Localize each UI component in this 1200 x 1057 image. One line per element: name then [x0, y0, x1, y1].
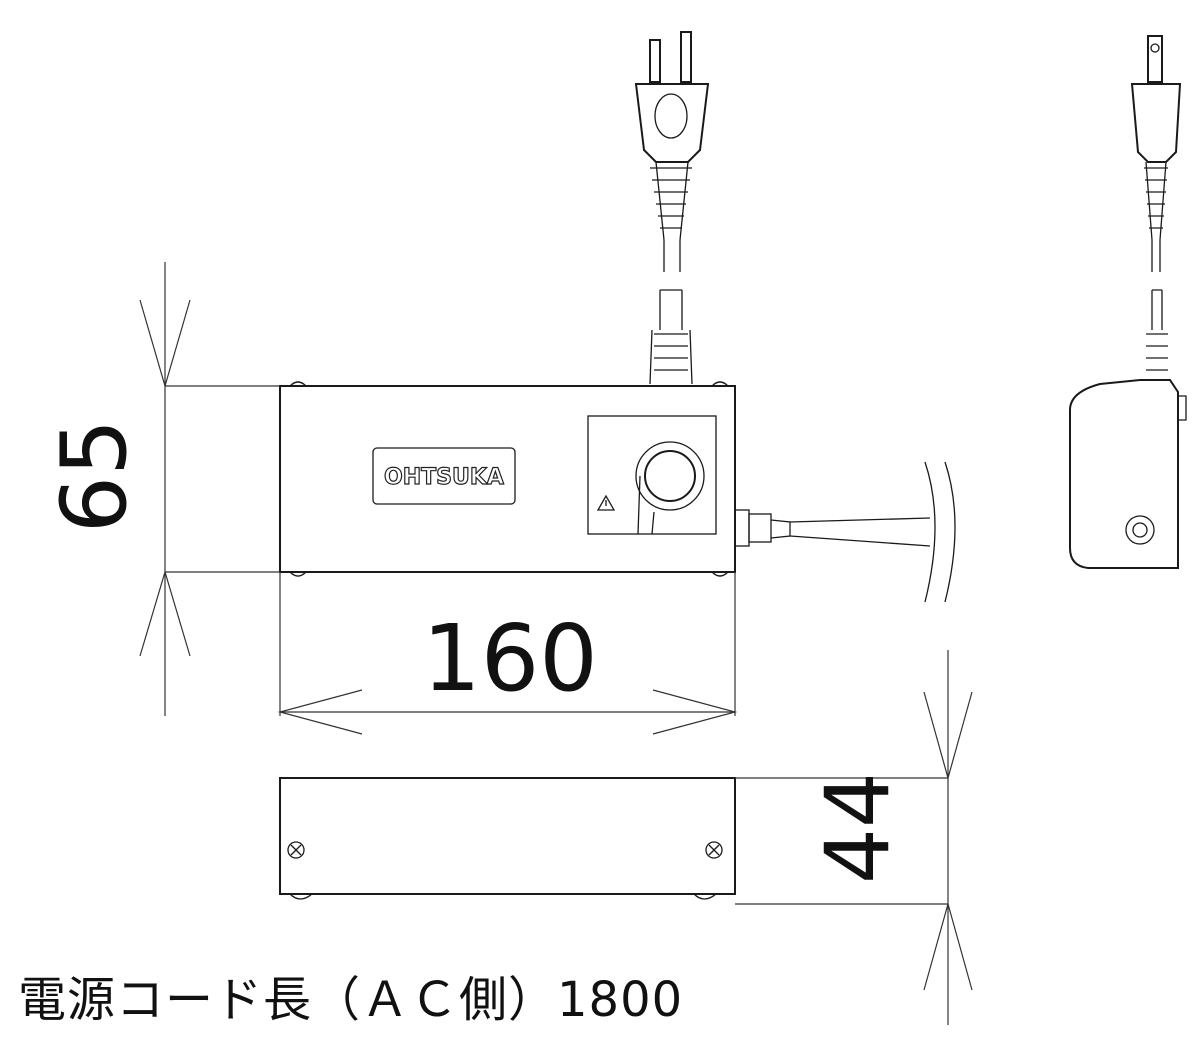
knob-outer: [635, 441, 705, 511]
depth-value: 44: [806, 772, 909, 884]
warning-icon: [596, 494, 616, 511]
brand-logo: OHTSUKA: [384, 465, 504, 490]
front-view: OHTSUKA: [279, 381, 956, 603]
width-value: 160: [422, 605, 598, 712]
ac-plug-front: [634, 31, 710, 385]
control-panel: [587, 415, 717, 535]
knob: [644, 450, 696, 502]
top-view: [279, 777, 736, 900]
cord-length-caption: 電源コード長（ＡＣ側）1800: [18, 972, 684, 1028]
logo-plate: [372, 447, 516, 505]
dimension-depth: 44: [735, 650, 973, 1025]
screw-right-icon: [705, 841, 723, 859]
side-view: [1069, 35, 1187, 569]
screw-left-icon: [287, 841, 305, 859]
height-value: 65: [42, 419, 147, 534]
dimension-height: 65: [42, 262, 280, 716]
dimension-width: 160: [277, 572, 738, 735]
